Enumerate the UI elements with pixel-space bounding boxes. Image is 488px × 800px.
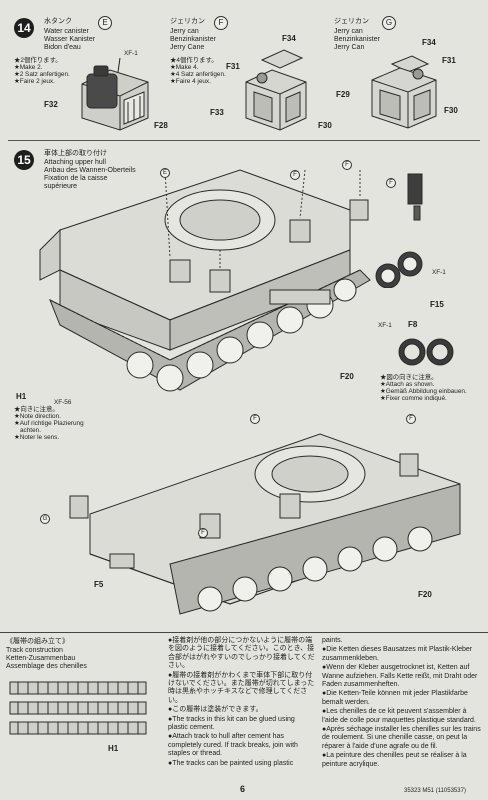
part-h1-label: H1 (16, 392, 27, 401)
part-f28-label: F28 (154, 121, 168, 130)
jerry-can-f-illustration (245, 49, 307, 131)
track-title-de: Ketten-Zusammenbau (6, 655, 76, 662)
water-canister-de: Wasser Kanister (44, 36, 96, 43)
jerry-can-g-fr: Jerry Can (334, 44, 365, 51)
step14-divider (8, 140, 480, 141)
jerry-can-g-ja: ジェリカン (334, 18, 369, 25)
jerry-can-f-fr: Jerry Cane (170, 44, 205, 51)
track-title-en: Track construction (6, 647, 63, 654)
track-links-illustration (9, 681, 147, 735)
jerry-can-f-ja: ジェリカン (170, 18, 205, 25)
jerry-can-f-de: Benzinkanister (170, 36, 216, 43)
attach-wheels-illustration (398, 338, 454, 366)
step15-title-fr2: supérieure (44, 183, 78, 190)
track-note-8: ●Die Ketten dieses Bausatzes mit Plastik… (322, 646, 473, 662)
step15-title-ja: 車体上部の取り付け (44, 150, 107, 157)
step15-title-de: Anbau des Wannen-Oberteils (44, 167, 136, 174)
direction-note-en: ★Note direction. (14, 413, 61, 420)
part-xf1-label: XF-1 (124, 50, 138, 57)
part-f5-label: F5 (94, 580, 104, 589)
circle-g-label: G (382, 16, 396, 30)
track-title-fr: Assemblage des chenilles (6, 663, 87, 670)
track-note-7: paints. (322, 637, 343, 644)
part-xf1-step15b-label: XF-1 (378, 322, 392, 329)
make2-en: ★Make 2. (14, 64, 43, 71)
make4-ja: ★4個作ります。 (170, 57, 218, 64)
step-14-number: 14 (14, 18, 34, 38)
track-note-4: ●The tracks in this kit can be glued usi… (168, 715, 295, 732)
direction-note-ja: ★向きに注意。 (14, 406, 59, 413)
track-note-3: ●この履帯は塗装ができます。 (168, 706, 263, 714)
part-xf56-label: XF-56 (54, 399, 72, 406)
make4-de: ★4 Satz anfertigen. (170, 71, 226, 78)
track-note-5: ●Attach track to hull after cement has c… (168, 733, 298, 758)
direction-note-de2: achten. (20, 427, 41, 434)
attach-note-en: ★Attach as shown. (380, 381, 435, 388)
circle-f-step15-a: F (290, 170, 300, 180)
circle-e-label: E (98, 16, 112, 30)
part-f34-b-label: F34 (422, 38, 436, 47)
circle-f-lower-b: F (406, 414, 416, 424)
make4-fr: ★Faire 4 jeux. (170, 78, 211, 85)
step-15-number: 15 (14, 150, 34, 170)
direction-note-fr: ★Noter le sens. (14, 434, 60, 441)
part-f32-label: F32 (44, 100, 58, 109)
water-canister-en: Water canister (44, 28, 89, 35)
part-f15-label: F15 (430, 300, 444, 309)
make4-en: ★Make 4. (170, 64, 199, 71)
part-f20-b-label: F20 (418, 590, 432, 599)
jerry-can-f-en: Jerry can (170, 28, 199, 35)
part-f33-label: F33 (210, 108, 224, 117)
water-canister-ja: 水タンク (44, 18, 72, 25)
track-note-11: ●Les chenilles de ce kit peuvent s'assem… (322, 708, 476, 724)
product-code: 35323 M51 (11053537) (404, 788, 466, 794)
jerry-can-g-de: Benzinkanister (334, 36, 380, 43)
attach-note-ja: ★図の向きに注意。 (380, 374, 438, 381)
part-f20-a-label: F20 (340, 372, 354, 381)
step15-title-fr1: Fixation de la caisse (44, 175, 108, 182)
part-f34-a-label: F34 (282, 34, 296, 43)
track-note-13: ●La peinture des chenilles peut se réali… (322, 752, 467, 768)
part-f29-label: F29 (336, 90, 350, 99)
part-f30-b-label: F30 (444, 106, 458, 115)
make2-ja: ★2個作ります。 (14, 57, 62, 64)
circle-f-step15-b: F (342, 160, 352, 170)
part-f31-a-label: F31 (226, 62, 240, 71)
water-canister-illustration (81, 57, 149, 131)
track-note-10: ●Die Ketten-Teile können mit jeder Plast… (322, 690, 468, 706)
make2-de: ★2 Satz anfertigen. (14, 71, 70, 78)
track-note-12: ●Après séchage installer les chenilles s… (322, 726, 481, 750)
direction-note-de1: ★Auf richtige Plazierung (14, 420, 84, 427)
track-title-ja: 《履帯の組み立て》 (6, 638, 69, 645)
upper-hull-illustration (39, 169, 371, 392)
circle-g-lower: G (40, 514, 50, 524)
attach-note-fr: ★Fixer comme indiqué. (380, 395, 447, 402)
part-xf1-step15-label: XF-1 (432, 269, 446, 276)
track-notes-col2: paints. ●Die Ketten dieses Bausatzes mit… (322, 637, 482, 770)
track-note-1: ●接着剤が他の部分につかないように履帯の端を図のように接着してください。このとき… (168, 637, 315, 670)
part-f30-a-label: F30 (318, 121, 332, 130)
circle-f-label: F (214, 16, 228, 30)
wheels-detail-illustration (375, 173, 423, 288)
track-note-6: ●The tracks can be painted using plastic (168, 759, 294, 767)
circle-e-step15: E (160, 168, 170, 178)
circle-f-lower-a: F (250, 414, 260, 424)
jerry-can-g-illustration (371, 55, 437, 129)
page-number: 6 (240, 784, 246, 794)
water-canister-fr: Bidon d'eau (44, 44, 81, 51)
step15-title-en: Attaching upper hull (44, 159, 106, 166)
circle-f-step15-c: F (386, 178, 396, 188)
track-section (0, 632, 488, 753)
track-note-2: ●履帯の接着剤がかわくまで車体下部に取り付けないでください。また履帯が切れてしま… (168, 671, 315, 704)
circle-f-lower-c: F (198, 528, 208, 538)
rear-hull-illustration (69, 433, 461, 615)
track-notes-col1: ●接着剤が他の部分につかないように履帯の端を図のように接着してください。このとき… (168, 637, 316, 769)
part-f31-b-label: F31 (442, 56, 456, 65)
part-f8-label: F8 (408, 320, 418, 329)
jerry-can-g-en: Jerry can (334, 28, 363, 35)
track-note-9: ●Wenn der Kleber ausgetrocknet ist, Kett… (322, 664, 478, 689)
part-h1-track-label: H1 (108, 744, 119, 753)
make2-fr: ★Faire 2 jeux. (14, 78, 55, 85)
attach-note-de: ★Gemäß Abbildung einbauen. (380, 388, 467, 395)
